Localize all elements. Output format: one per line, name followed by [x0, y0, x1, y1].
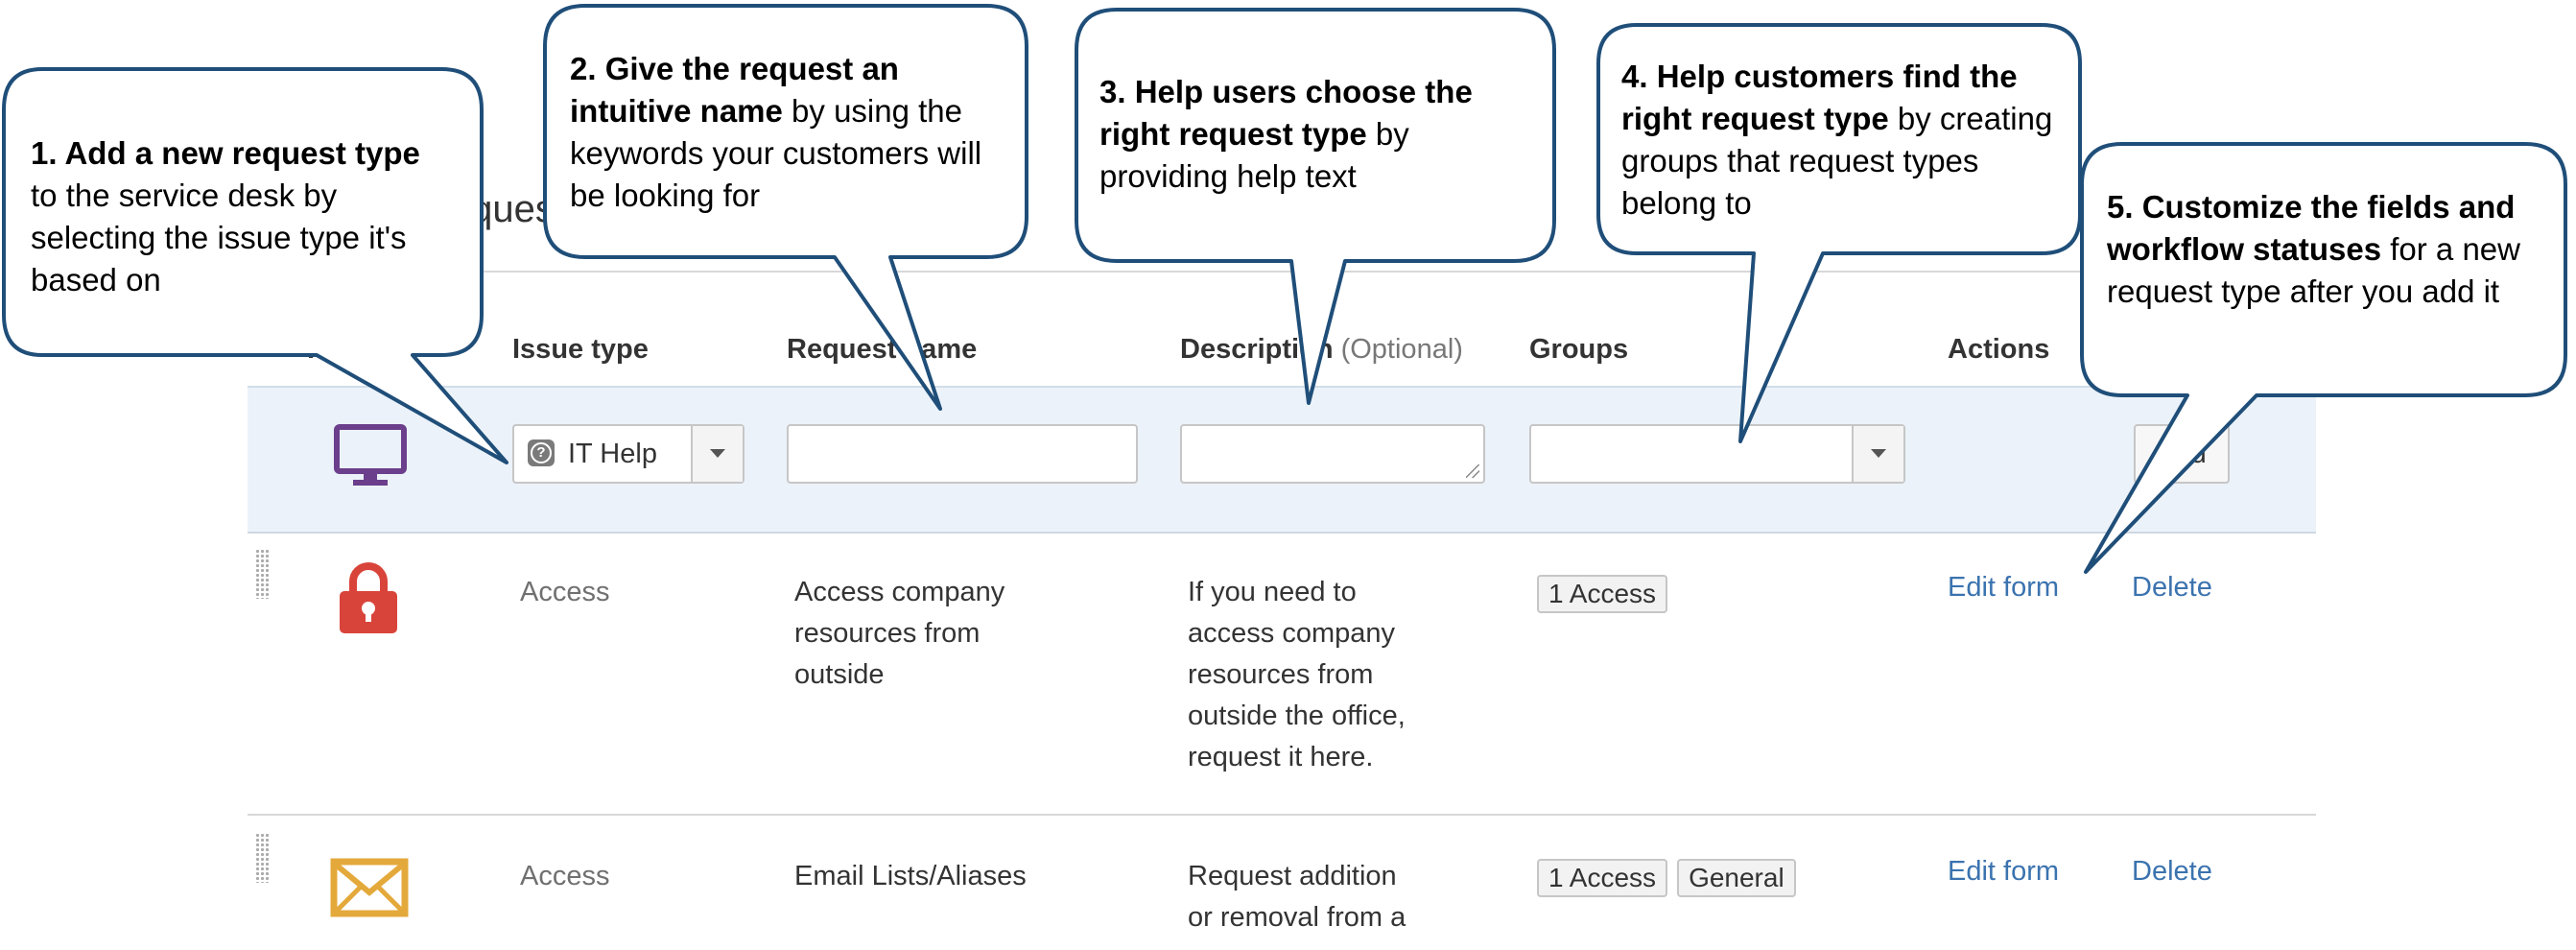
chevron-down-icon[interactable] [1852, 426, 1903, 482]
issue-type-selected-value: IT Help [568, 439, 657, 469]
edit-form-link[interactable]: Edit form [1948, 572, 2060, 603]
table-row: Access Email Lists/Aliases Request addit… [248, 816, 2316, 950]
callout-5-balloon [2080, 142, 2567, 574]
header-request-name: Request name [787, 334, 978, 365]
chevron-down-icon[interactable] [691, 426, 743, 482]
row-description: If you need to access company resources … [1188, 577, 1406, 772]
delete-link[interactable]: Delete [2132, 856, 2212, 887]
lock-icon[interactable] [338, 562, 399, 640]
row-divider [248, 814, 2316, 816]
callout-4-balloon [1596, 23, 2082, 443]
row-description: Request addition or removal from a [1188, 861, 1406, 933]
envelope-icon[interactable] [330, 858, 409, 922]
issue-type-select[interactable]: IT Help [512, 424, 744, 484]
callout-4-text: 4. Help customers find the right request… [1621, 59, 2053, 221]
group-badge: 1 Access [1537, 859, 1668, 897]
row-request-name: Email Lists/Aliases [794, 861, 1027, 891]
callout-3-balloon [1075, 8, 1556, 405]
header-actions: Actions [1948, 334, 2050, 365]
group-badge: General [1677, 859, 1796, 897]
callout-3-text: 3. Help users choose the right request t… [1099, 74, 1473, 194]
description-textarea[interactable] [1180, 424, 1485, 484]
row-groups: 1 Access [1537, 574, 1677, 615]
callout-2-text: 2. Give the request an intuitive name by… [570, 51, 982, 213]
new-request-type-row: IT Help Add [248, 386, 2316, 534]
header-issue-type: Issue type [512, 334, 649, 365]
callout-5-text: 5. Customize the fields and workflow sta… [2107, 189, 2520, 309]
help-question-icon [528, 439, 555, 466]
request-name-input[interactable] [787, 424, 1138, 484]
drag-handle-icon[interactable] [255, 833, 269, 883]
monitor-icon[interactable] [334, 424, 407, 494]
callout-2-balloon [543, 4, 1028, 411]
groups-select[interactable] [1529, 424, 1905, 484]
table-row: Access Access company resources from out… [248, 532, 2316, 816]
drag-handle-icon[interactable] [255, 549, 269, 599]
callout-1-text: 1. Add a new request type to the service… [31, 135, 420, 297]
delete-link[interactable]: Delete [2132, 572, 2212, 603]
row-request-name: Access company resources from outside [794, 577, 1005, 690]
row-issue-type: Access [520, 861, 610, 891]
edit-form-link[interactable]: Edit form [1948, 856, 2060, 887]
header-groups: Groups [1529, 334, 1629, 365]
group-badge: 1 Access [1537, 575, 1668, 613]
resize-grip-icon[interactable] [1466, 464, 1479, 478]
callout-1-balloon [2, 67, 508, 464]
table-top-divider [248, 271, 2316, 273]
request-types-table: Icon Issue type Request name Description… [248, 271, 2316, 950]
row-issue-type: Access [520, 577, 610, 607]
